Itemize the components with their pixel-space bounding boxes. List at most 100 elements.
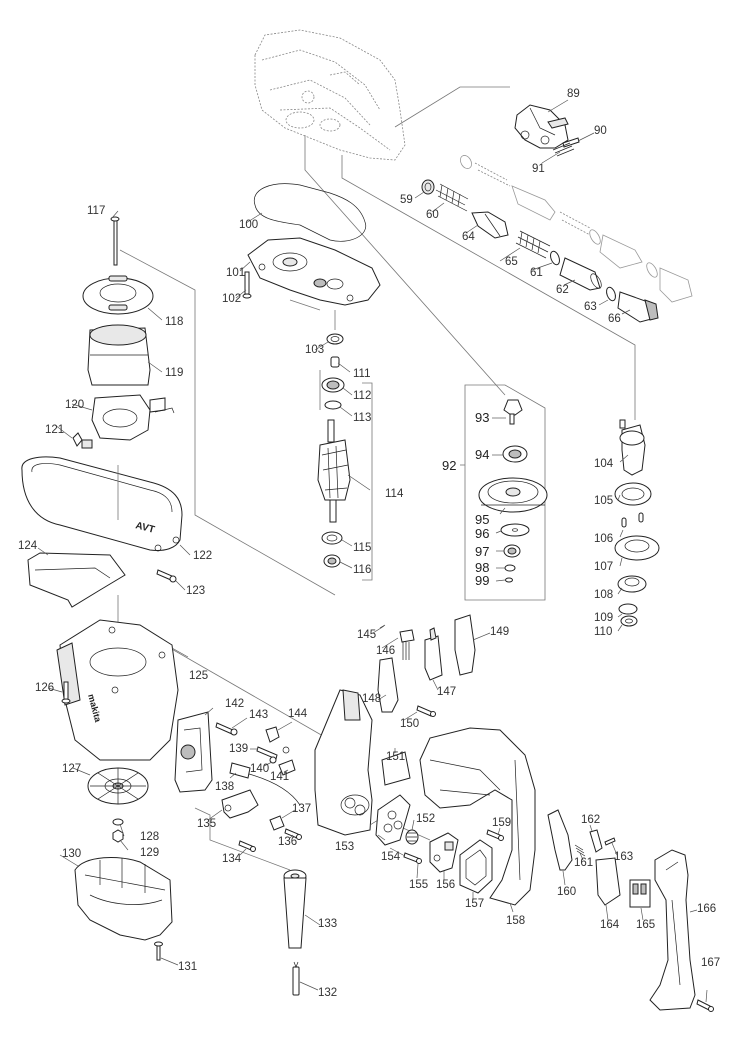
part-62-sleeve bbox=[559, 257, 602, 291]
part-158-rear-housing bbox=[419, 727, 536, 906]
part-151-label bbox=[381, 751, 411, 786]
label-113: 113 bbox=[353, 412, 371, 424]
label-144: 144 bbox=[288, 708, 308, 720]
part-135-bracket bbox=[221, 789, 259, 819]
label-102: 102 bbox=[222, 293, 241, 305]
label-62: 62 bbox=[556, 284, 569, 296]
part-150-screw bbox=[416, 705, 436, 717]
part-134-screw bbox=[238, 840, 256, 852]
part-100-gasket bbox=[253, 183, 367, 242]
label-137: 137 bbox=[292, 803, 311, 815]
part-128-washer bbox=[112, 818, 124, 826]
label-132: 132 bbox=[318, 987, 337, 999]
part-160-lever bbox=[547, 809, 573, 871]
label-131: 131 bbox=[178, 961, 197, 973]
part-146-terminal bbox=[399, 629, 415, 660]
part-137-plate bbox=[269, 815, 285, 831]
part-143-screw bbox=[215, 722, 238, 736]
label-116: 116 bbox=[353, 564, 371, 576]
part-108-ring bbox=[617, 575, 647, 593]
label-96: 96 bbox=[475, 526, 489, 541]
part-96-washer bbox=[500, 523, 530, 537]
part-91-spring bbox=[552, 142, 575, 157]
label-64: 64 bbox=[462, 231, 475, 243]
label-108: 108 bbox=[594, 589, 613, 601]
label-121: 121 bbox=[45, 424, 64, 436]
part-105-bearing bbox=[614, 482, 652, 506]
part-61-o-ring bbox=[550, 250, 560, 266]
part-163-pin bbox=[604, 837, 616, 846]
label-117: 117 bbox=[87, 205, 105, 217]
label-164: 164 bbox=[600, 919, 620, 931]
part-126-screw bbox=[61, 681, 71, 704]
part-133-grip-sleeve bbox=[283, 869, 307, 949]
part-161-spring bbox=[574, 844, 586, 857]
label-143: 143 bbox=[249, 709, 268, 721]
label-65: 65 bbox=[505, 256, 518, 268]
label-63: 63 bbox=[584, 301, 597, 313]
label-149: 149 bbox=[490, 626, 509, 638]
part-121-brush bbox=[72, 432, 83, 447]
label-136: 136 bbox=[278, 836, 297, 848]
part-167-screw bbox=[696, 999, 714, 1012]
ghost-hammer-row bbox=[460, 155, 693, 303]
tool-holder-column bbox=[614, 419, 660, 627]
label-140: 140 bbox=[250, 763, 269, 775]
part-111-sleeve bbox=[330, 356, 340, 368]
label-123: 123 bbox=[186, 585, 205, 597]
label-60: 60 bbox=[426, 209, 439, 221]
label-141: 141 bbox=[270, 771, 289, 783]
label-115: 115 bbox=[353, 542, 371, 554]
part-64-striker bbox=[471, 211, 509, 239]
label-100: 100 bbox=[239, 219, 258, 231]
part-132-pin bbox=[292, 961, 300, 996]
part-125-motor-housing: makita bbox=[56, 619, 179, 761]
label-90: 90 bbox=[594, 125, 607, 137]
part-162-lock-button bbox=[589, 829, 603, 853]
label-89: 89 bbox=[567, 88, 580, 100]
label-114: 114 bbox=[385, 488, 404, 500]
part-130-baffle-plate bbox=[74, 857, 173, 941]
part-103-bearing-seal bbox=[326, 333, 344, 345]
label-166: 166 bbox=[697, 903, 716, 915]
part-98-washer bbox=[504, 564, 516, 572]
label-59: 59 bbox=[400, 194, 413, 206]
part-142-controller bbox=[174, 711, 213, 793]
label-127: 127 bbox=[62, 763, 81, 775]
leader-lines bbox=[37, 99, 708, 1003]
label-153: 153 bbox=[335, 841, 354, 853]
label-152: 152 bbox=[416, 813, 435, 825]
part-number-labels: 89 90 91 59 60 64 65 61 62 63 66 100 101… bbox=[18, 88, 720, 999]
label-148: 148 bbox=[362, 693, 381, 705]
part-106-key bbox=[621, 517, 627, 528]
label-158: 158 bbox=[506, 915, 525, 927]
label-105: 105 bbox=[594, 495, 613, 507]
part-157-grip-seal bbox=[459, 839, 493, 894]
label-134: 134 bbox=[222, 853, 242, 865]
label-157: 157 bbox=[465, 898, 484, 910]
part-147-switch-lever bbox=[424, 627, 443, 681]
label-129: 129 bbox=[140, 847, 159, 859]
label-133: 133 bbox=[318, 918, 337, 930]
part-113-washer bbox=[324, 400, 342, 410]
part-155-screw bbox=[403, 852, 422, 864]
label-101: 101 bbox=[226, 267, 245, 279]
label-107: 107 bbox=[594, 561, 613, 573]
label-98: 98 bbox=[475, 560, 489, 575]
label-104: 104 bbox=[594, 458, 614, 470]
part-114-shaft-top bbox=[327, 419, 335, 443]
part-115-bearing bbox=[321, 531, 343, 545]
label-103: 103 bbox=[305, 344, 324, 356]
label-106: 106 bbox=[594, 533, 613, 545]
label-142: 142 bbox=[225, 698, 244, 710]
label-135: 135 bbox=[197, 818, 216, 830]
part-122-housing-ring: AVT bbox=[21, 456, 183, 552]
label-160: 160 bbox=[557, 886, 576, 898]
part-141-sleeve bbox=[278, 759, 296, 776]
label-124: 124 bbox=[18, 540, 38, 552]
part-127-fan bbox=[87, 767, 149, 805]
part-66-impact-bolt bbox=[617, 291, 659, 323]
label-150: 150 bbox=[400, 718, 419, 730]
part-159-screw bbox=[486, 829, 504, 841]
part-131-screw bbox=[154, 941, 163, 961]
